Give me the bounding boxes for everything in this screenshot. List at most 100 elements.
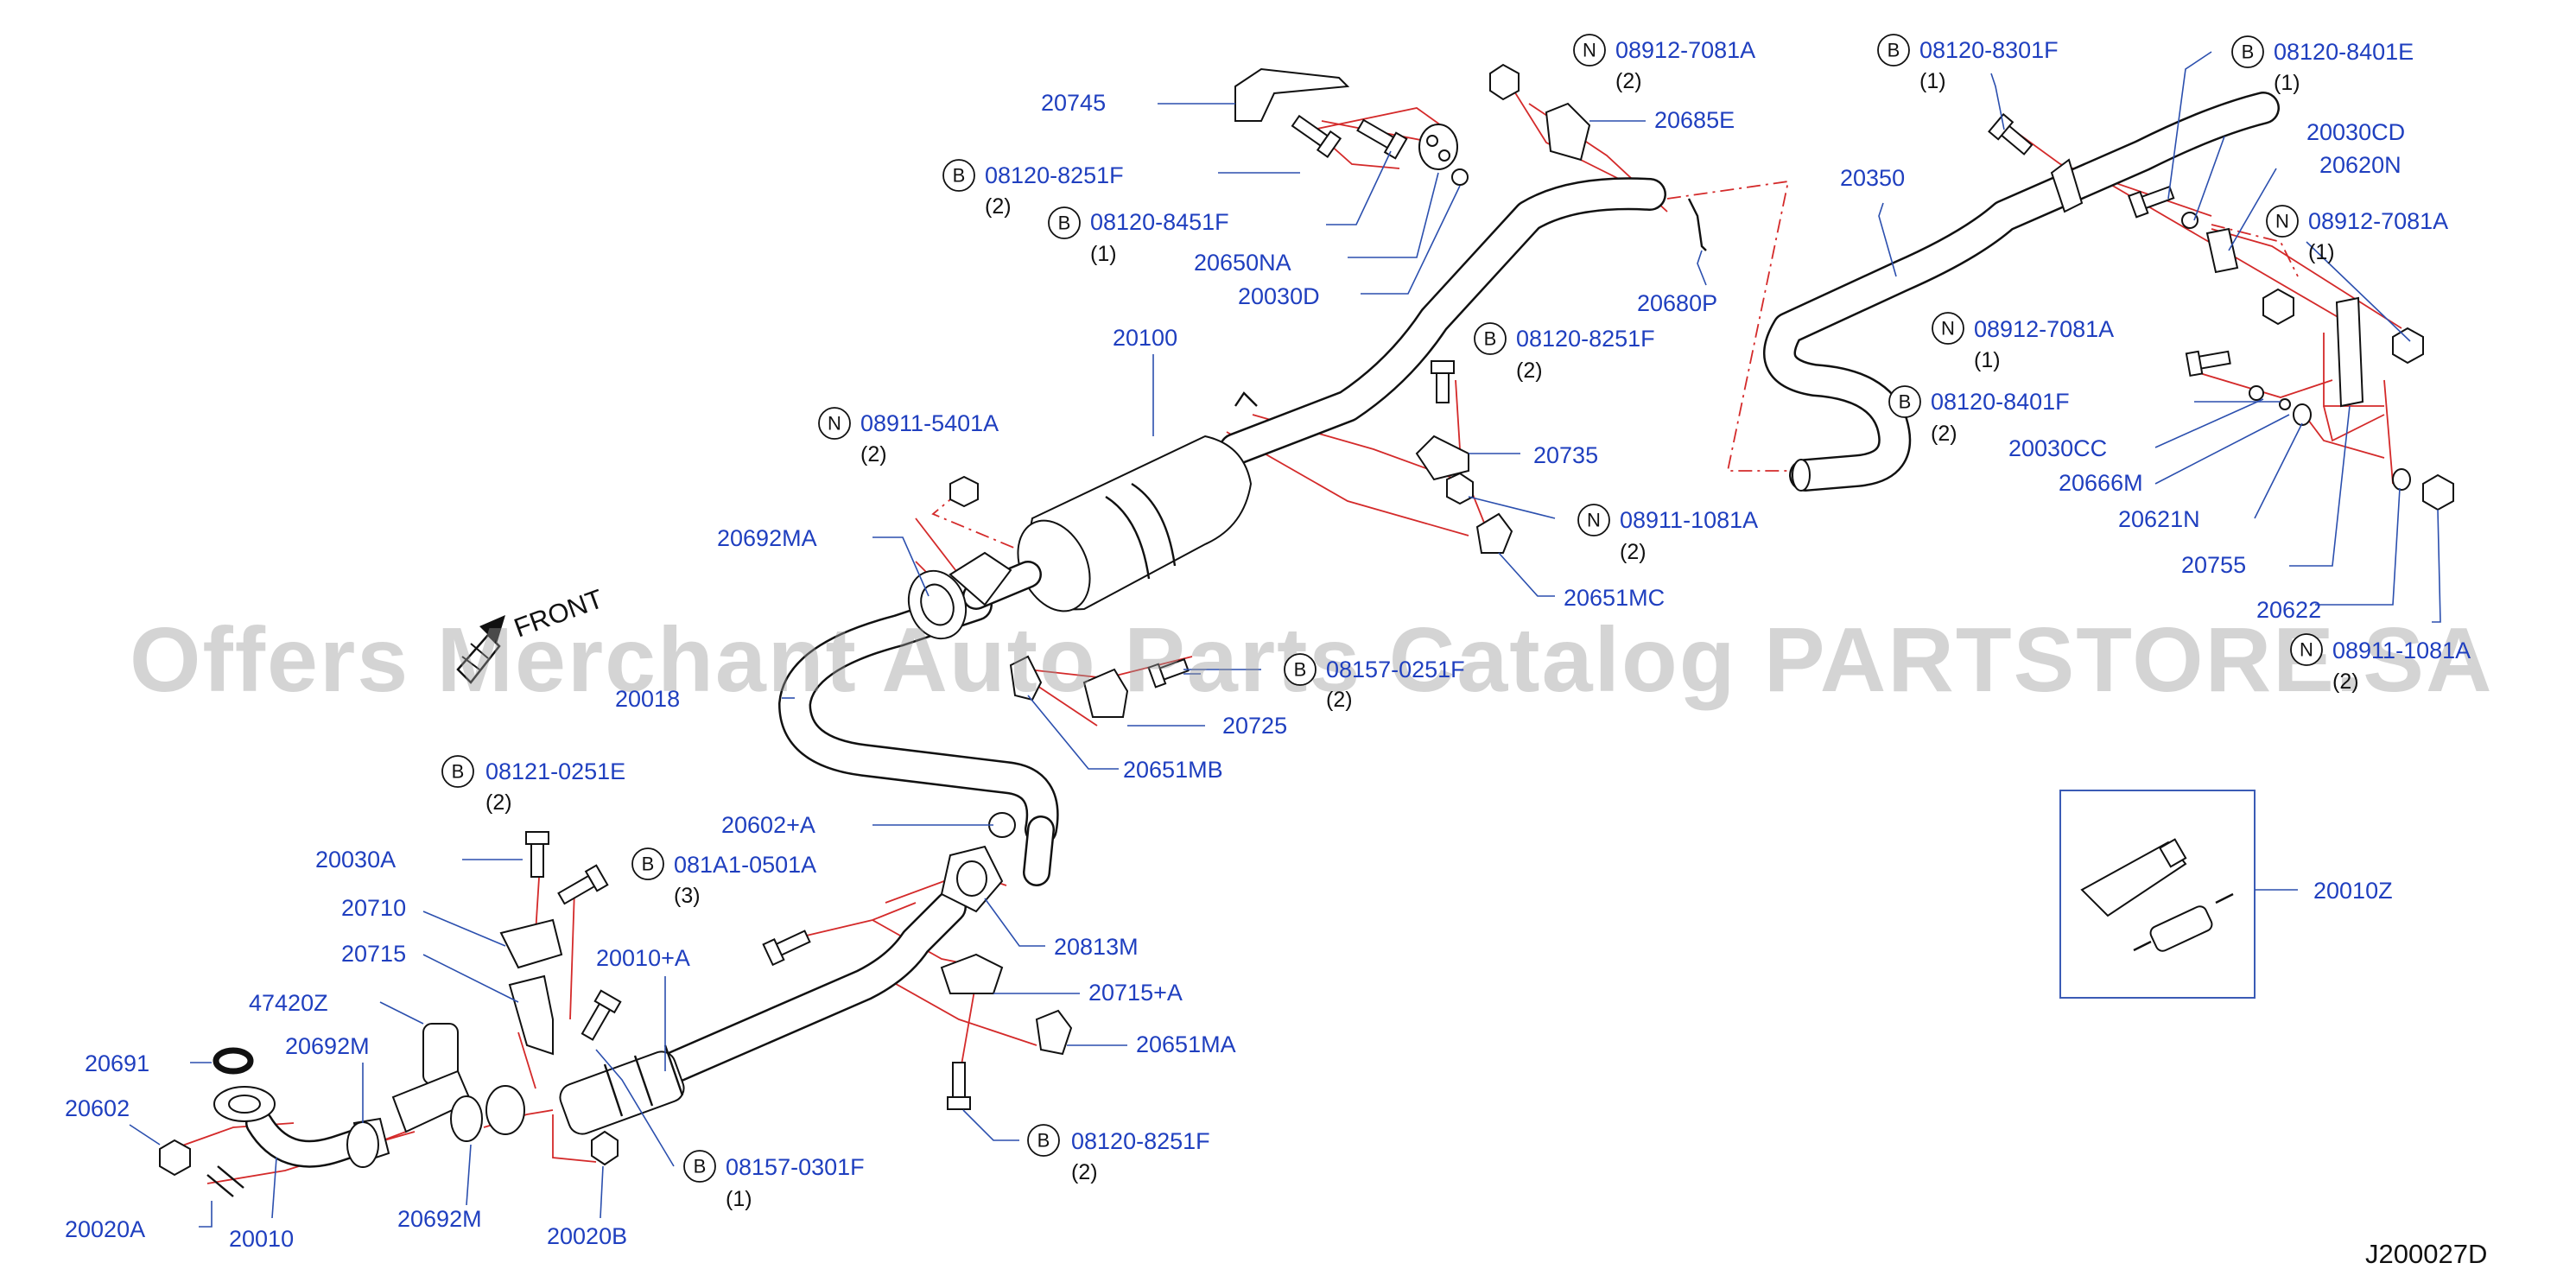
part-label: 08912-7081A — [2308, 208, 2448, 234]
part-qty: (1) — [1974, 348, 2001, 372]
bolt-symbol — [1877, 34, 1910, 67]
part-label: 20715 — [341, 941, 406, 967]
part-label: 20725 — [1222, 713, 1287, 739]
svg-text:B: B — [1888, 40, 1900, 61]
part-qty: (2) — [1071, 1160, 1098, 1184]
bolt-symbol — [2231, 35, 2264, 68]
part-label: 20666M — [2059, 470, 2143, 496]
tail-pipe-20350 — [1763, 92, 2280, 492]
svg-text:B: B — [1484, 328, 1497, 350]
bolt-symbol — [683, 1150, 716, 1183]
part-label: 20692M — [397, 1206, 482, 1232]
part-label: 20685E — [1654, 107, 1735, 133]
part-label: 08912-7081A — [1974, 316, 2114, 342]
part-qty: (1) — [2308, 240, 2335, 264]
svg-text:B: B — [953, 165, 966, 187]
part-label: 20602+A — [721, 812, 815, 838]
part-qty: (1) — [2274, 71, 2300, 95]
part-label: 08120-8251F — [1071, 1128, 1210, 1154]
part-label: 20755 — [2181, 552, 2246, 578]
part-label: 20692MA — [717, 525, 817, 551]
front-pipe-20010A — [559, 891, 967, 1135]
svg-text:N: N — [1941, 318, 1955, 340]
svg-text:N: N — [2300, 639, 2313, 661]
part-label: 08911-1081A — [2332, 638, 2471, 663]
part-label: 20745 — [1041, 90, 1106, 116]
bolt-symbol — [1474, 322, 1507, 355]
svg-text:B: B — [1037, 1130, 1050, 1152]
bolt-symbol — [441, 755, 474, 788]
nut-symbol — [818, 407, 851, 440]
part-qty: (1) — [1090, 242, 1117, 266]
part-label: 20715+A — [1088, 980, 1183, 1006]
svg-text:B: B — [452, 761, 465, 783]
part-qty: (2) — [1326, 688, 1353, 712]
part-label: 20602 — [65, 1095, 130, 1121]
part-label: 20622 — [2256, 597, 2321, 623]
part-label: 08911-5401A — [860, 410, 999, 436]
part-label: 47420Z — [249, 990, 328, 1016]
svg-text:B: B — [1058, 213, 1071, 234]
main-muffler-20100 — [962, 177, 1666, 612]
part-qty: (2) — [1615, 69, 1642, 93]
svg-text:N: N — [2275, 211, 2289, 232]
hardware-parts — [159, 63, 2454, 1197]
part-label: 20651MA — [1136, 1031, 1236, 1057]
part-label: 08157-0301F — [726, 1154, 865, 1180]
nut-symbol — [2290, 633, 2323, 666]
bolt-symbol — [1048, 206, 1081, 239]
part-label: 20692M — [285, 1033, 370, 1059]
nut-symbol — [1932, 312, 1964, 345]
part-label: 20735 — [1533, 442, 1598, 468]
part-qty: (2) — [985, 194, 1012, 219]
part-label: 20350 — [1840, 165, 1905, 191]
part-qty: (2) — [1516, 359, 1543, 383]
svg-text:N: N — [828, 413, 841, 435]
part-label: 20691 — [85, 1050, 149, 1076]
part-label: 20010Z — [2313, 878, 2393, 904]
part-label: 20030CD — [2306, 119, 2405, 145]
part-qty: (2) — [2332, 670, 2359, 694]
bolt-symbol — [1888, 385, 1921, 418]
part-qty: (2) — [1931, 422, 1957, 446]
bolt-symbol — [942, 159, 975, 192]
part-label: 08120-8301F — [1919, 37, 2059, 63]
part-qty: (2) — [485, 790, 512, 815]
part-qty: (1) — [1919, 69, 1946, 93]
svg-text:N: N — [1583, 40, 1596, 61]
part-label: 20010 — [229, 1226, 294, 1252]
part-label: 20030CC — [2008, 435, 2107, 461]
part-label: 20651MB — [1123, 757, 1223, 783]
svg-text:N: N — [1587, 510, 1601, 531]
part-qty: (2) — [860, 442, 887, 466]
part-label: 08120-8401F — [1931, 389, 2070, 415]
part-label: 08120-8251F — [985, 162, 1124, 188]
nut-symbol — [2266, 205, 2299, 238]
bolt-symbol — [1027, 1124, 1060, 1157]
part-label: 20030D — [1238, 283, 1320, 309]
part-label: 08157-0251F — [1326, 657, 1465, 682]
part-label: 081A1-0501A — [674, 852, 816, 878]
part-label: 08912-7081A — [1615, 37, 1755, 63]
part-label: 20650NA — [1194, 250, 1291, 276]
part-label: 20621N — [2118, 506, 2200, 532]
diagram-code: J200027D — [2365, 1239, 2487, 1269]
part-label: 20680P — [1637, 290, 1717, 316]
part-label: 08120-8251F — [1516, 326, 1655, 352]
part-label: 20100 — [1113, 325, 1177, 351]
part-label: 20651MC — [1564, 585, 1665, 611]
repair-kit-box-20010Z — [2059, 790, 2298, 999]
part-label: 20018 — [615, 686, 680, 712]
part-label: 20813M — [1054, 934, 1139, 960]
part-label: 20020B — [547, 1223, 627, 1249]
bolt-symbol — [1284, 653, 1317, 686]
center-pipe-20018 — [778, 588, 1059, 886]
part-label: 08121-0251E — [485, 758, 625, 784]
part-label: 08911-1081A — [1620, 507, 1758, 533]
nut-symbol — [1573, 34, 1606, 67]
svg-text:B: B — [1899, 391, 1912, 413]
part-qty: (3) — [674, 884, 701, 908]
part-label: 20030A — [315, 847, 396, 873]
svg-text:B: B — [2242, 41, 2255, 63]
